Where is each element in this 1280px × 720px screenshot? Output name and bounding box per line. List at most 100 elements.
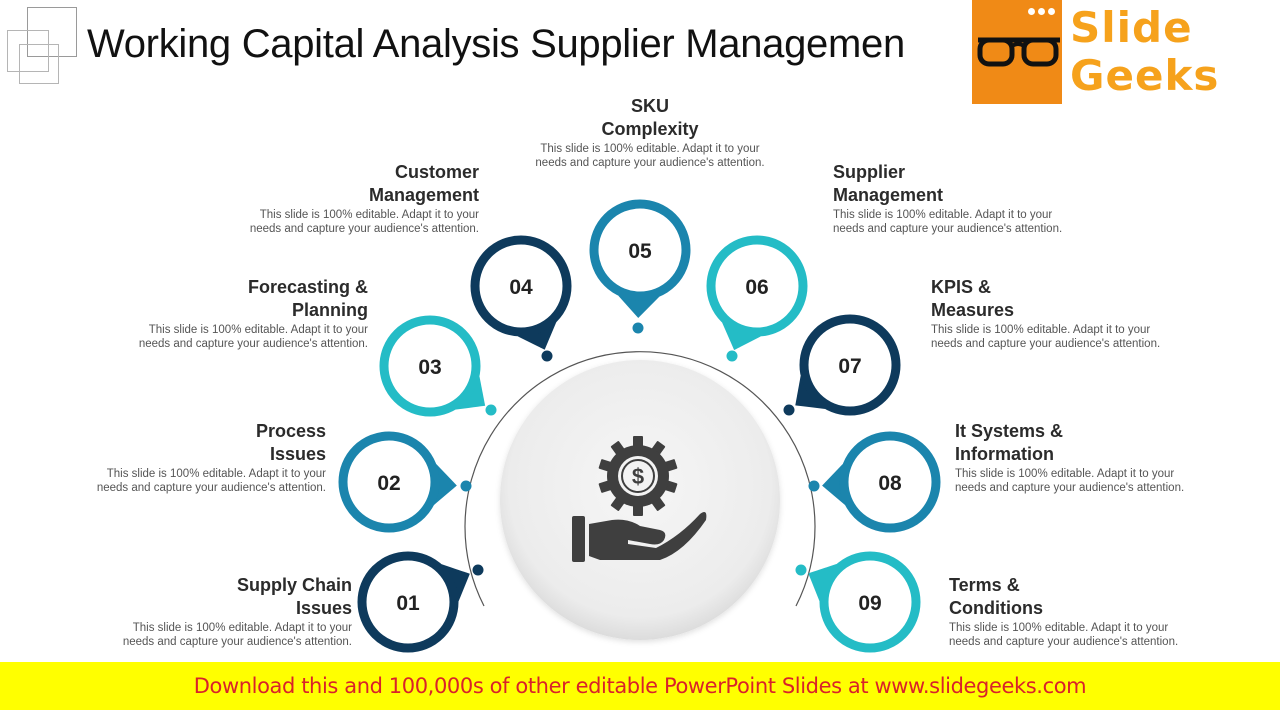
item-heading-line: Issues xyxy=(295,598,352,618)
item-heading-line: Conditions xyxy=(949,598,1043,618)
item-heading-line: Issues xyxy=(269,444,326,464)
svg-text:$: $ xyxy=(632,464,644,489)
item-heading-line: Terms & xyxy=(949,575,1020,595)
download-banner[interactable]: Download this and 100,000s of other edit… xyxy=(0,662,1280,710)
item-description-line: This slide is 100% editable. Adapt it to… xyxy=(106,468,326,480)
item-heading: KPIS & Measures xyxy=(931,276,1201,322)
slidegeeks-logo: Slide Geeks xyxy=(972,0,1218,104)
item-heading-line: Information xyxy=(955,444,1054,464)
node-number: 05 xyxy=(628,240,652,263)
node-02: 02 xyxy=(338,431,472,533)
node-ring xyxy=(589,199,691,301)
node-08: 08 xyxy=(808,431,941,533)
item-description: This slide is 100% editable. Adapt it to… xyxy=(209,208,479,236)
item-heading-line: Customer xyxy=(394,162,479,182)
node-number: 07 xyxy=(838,355,861,378)
item-heading: It Systems & Information xyxy=(955,420,1225,466)
item-description: This slide is 100% editable. Adapt it to… xyxy=(833,208,1103,236)
orbit-dot xyxy=(632,322,644,334)
item-description: This slide is 100% editable. Adapt it to… xyxy=(515,142,785,170)
item-heading-line: Management xyxy=(368,185,479,205)
item-description-line: needs and capture your audience's attent… xyxy=(96,482,326,494)
orbit-dot xyxy=(795,564,807,576)
orbit-dot xyxy=(726,350,738,362)
orbit-dot xyxy=(485,404,497,416)
node-number: 01 xyxy=(396,592,420,615)
item-heading-line: Management xyxy=(833,185,944,205)
item-heading-line: Planning xyxy=(292,300,368,320)
item-description-line: needs and capture your audience's attent… xyxy=(138,338,368,350)
item-description-line: This slide is 100% editable. Adapt it to… xyxy=(259,209,479,221)
logo-text-line2: Geeks xyxy=(1070,51,1220,100)
item-description-line: needs and capture your audience's attent… xyxy=(949,636,1179,648)
node-03: 03 xyxy=(379,315,497,417)
decorative-square xyxy=(27,7,77,57)
item-heading-line: Complexity xyxy=(601,119,699,139)
item-description-line: This slide is 100% editable. Adapt it to… xyxy=(132,622,352,634)
node-07: 07 xyxy=(783,314,901,416)
node-ring xyxy=(819,551,921,653)
glasses-icon xyxy=(977,37,1060,67)
node-number: 02 xyxy=(377,472,400,495)
node-ring xyxy=(357,551,459,653)
item-heading-line: Process xyxy=(255,421,326,441)
orbit-dot xyxy=(460,480,472,492)
item-description-line: needs and capture your audience's attent… xyxy=(833,223,1063,235)
item-description-line: This slide is 100% editable. Adapt it to… xyxy=(833,209,1053,221)
item-heading-line: Supplier xyxy=(833,162,906,182)
item-description: This slide is 100% editable. Adapt it to… xyxy=(98,323,368,351)
item-description-line: needs and capture your audience's attent… xyxy=(535,157,765,169)
item-heading-line: SKU xyxy=(630,96,669,116)
banner-text: Download this and 100,000s of other edit… xyxy=(193,674,1087,698)
node-ring xyxy=(799,314,901,416)
item-heading: Terms & Conditions xyxy=(949,574,1219,620)
item-heading: Forecasting & Planning xyxy=(98,276,368,322)
item-heading-line: Measures xyxy=(931,300,1015,320)
node-pointer xyxy=(433,463,457,505)
node-ring xyxy=(706,235,808,337)
item-heading-line: Forecasting & xyxy=(247,277,368,297)
item-heading: SKU Complexity xyxy=(515,95,785,141)
node-number: 06 xyxy=(745,276,768,299)
decorative-square xyxy=(19,44,59,84)
item-description-line: This slide is 100% editable. Adapt it to… xyxy=(148,324,368,336)
item-description-line: needs and capture your audience's attent… xyxy=(955,482,1185,494)
node-pointer xyxy=(618,295,660,318)
node-05: 05 xyxy=(589,199,691,334)
node-01: 01 xyxy=(357,551,484,653)
item-description-line: This slide is 100% editable. Adapt it to… xyxy=(955,468,1175,480)
item-heading-line: It Systems & xyxy=(955,421,1064,441)
node-number: 08 xyxy=(878,472,902,495)
orbit-dot xyxy=(541,350,553,362)
node-number: 04 xyxy=(509,276,533,299)
item-heading-line: KPIS & xyxy=(931,277,992,297)
item-description: This slide is 100% editable. Adapt it to… xyxy=(955,467,1225,495)
node-09: 09 xyxy=(795,551,921,653)
item-description: This slide is 100% editable. Adapt it to… xyxy=(949,621,1219,649)
item-description-line: This slide is 100% editable. Adapt it to… xyxy=(949,622,1169,634)
item-description-line: This slide is 100% editable. Adapt it to… xyxy=(540,143,760,155)
item-description: This slide is 100% editable. Adapt it to… xyxy=(56,467,326,495)
orbit-ring xyxy=(464,351,816,607)
item-description-line: needs and capture your audience's attent… xyxy=(931,338,1161,350)
hand-holding-dollar-gear-icon: $ xyxy=(572,436,707,562)
node-number: 03 xyxy=(418,356,441,379)
node-06: 06 xyxy=(706,235,808,362)
node-ring xyxy=(839,431,941,533)
item-description: This slide is 100% editable. Adapt it to… xyxy=(82,621,352,649)
decorative-square xyxy=(7,30,49,72)
node-pointer xyxy=(822,463,846,505)
item-description-line: needs and capture your audience's attent… xyxy=(249,223,479,235)
item-description-line: needs and capture your audience's attent… xyxy=(122,636,352,648)
